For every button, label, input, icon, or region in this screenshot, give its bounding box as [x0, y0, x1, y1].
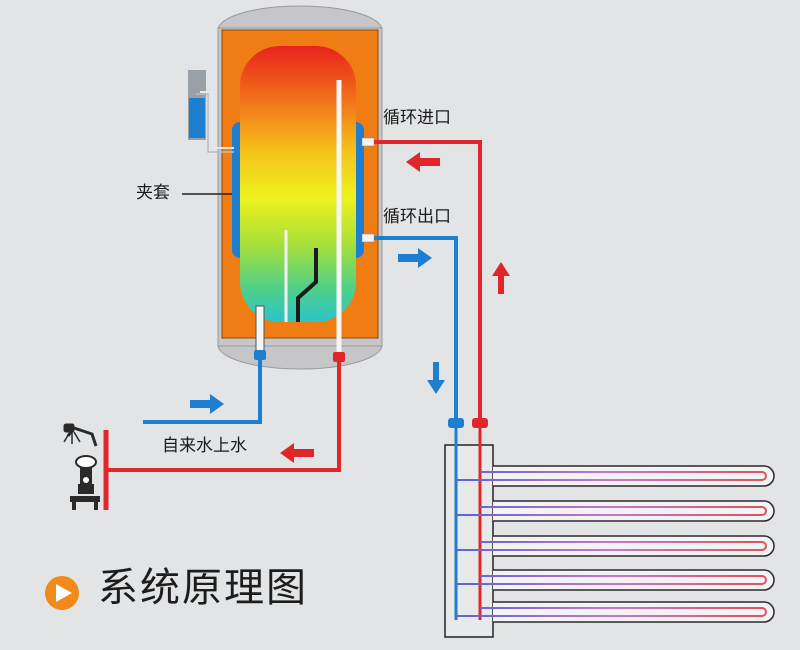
loop-inlet-pipe — [361, 137, 488, 428]
page-title: 系统原理图 — [98, 565, 308, 611]
arrow-right-blue-cold — [190, 394, 224, 414]
vacuum-tubes — [456, 465, 775, 623]
arrow-right-blue-outlet — [398, 248, 432, 268]
flow-arrows-red — [280, 152, 510, 463]
jacket-label: 夹套 — [136, 183, 170, 203]
hot-connector — [333, 352, 345, 362]
loop-outlet-label: 循环出口 — [383, 207, 451, 227]
heat-pipe-loop — [456, 541, 767, 551]
solar-collector — [444, 428, 775, 638]
arrow-left-red-hot — [280, 443, 314, 463]
vacuum-tube — [493, 601, 775, 623]
hot-supply-pipe — [106, 356, 341, 472]
tap-water-label: 自来水上水 — [162, 436, 247, 456]
cold-connector — [254, 350, 266, 360]
vacuum-tube — [493, 569, 775, 591]
inner-tank — [240, 46, 356, 322]
level-gauge — [188, 70, 234, 153]
heat-pipe-loop — [456, 506, 767, 516]
heat-pipe-loop — [456, 471, 767, 481]
arrow-left-red-inlet — [406, 152, 440, 172]
vacuum-tube — [493, 465, 775, 487]
heat-pipe-loop — [456, 607, 767, 617]
loop-inlet-label: 循环进口 — [383, 108, 451, 128]
flow-arrows-blue — [190, 248, 445, 414]
loop-outlet-pipe — [361, 233, 464, 428]
arrow-down-blue-collector — [427, 362, 445, 394]
arrow-up-red-collector — [492, 262, 510, 294]
cold-supply-pipe — [143, 352, 262, 424]
shower-faucet-icon — [63, 423, 100, 510]
vacuum-tube — [493, 500, 775, 522]
heat-pipe-loop — [456, 575, 767, 585]
vacuum-tube — [493, 535, 775, 557]
orange-circle-play-icon — [45, 576, 79, 610]
